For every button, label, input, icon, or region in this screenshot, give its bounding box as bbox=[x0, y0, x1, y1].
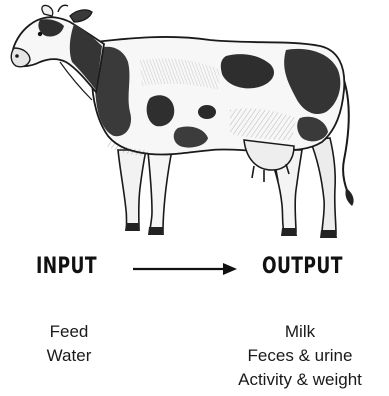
input-item-feed: Feed bbox=[32, 320, 106, 344]
output-item-milk: Milk bbox=[214, 320, 386, 344]
output-list: Milk Feces & urine Activity & weight bbox=[214, 320, 386, 392]
output-item-activity-weight: Activity & weight bbox=[214, 368, 386, 392]
arrow-right-icon bbox=[131, 261, 239, 277]
input-heading: INPUT bbox=[36, 254, 97, 279]
input-item-water: Water bbox=[32, 344, 106, 368]
output-heading: OUTPUT bbox=[262, 254, 343, 279]
input-list: Feed Water bbox=[32, 320, 106, 368]
output-item-feces-urine: Feces & urine bbox=[214, 344, 386, 368]
cow-icon bbox=[0, 0, 389, 250]
